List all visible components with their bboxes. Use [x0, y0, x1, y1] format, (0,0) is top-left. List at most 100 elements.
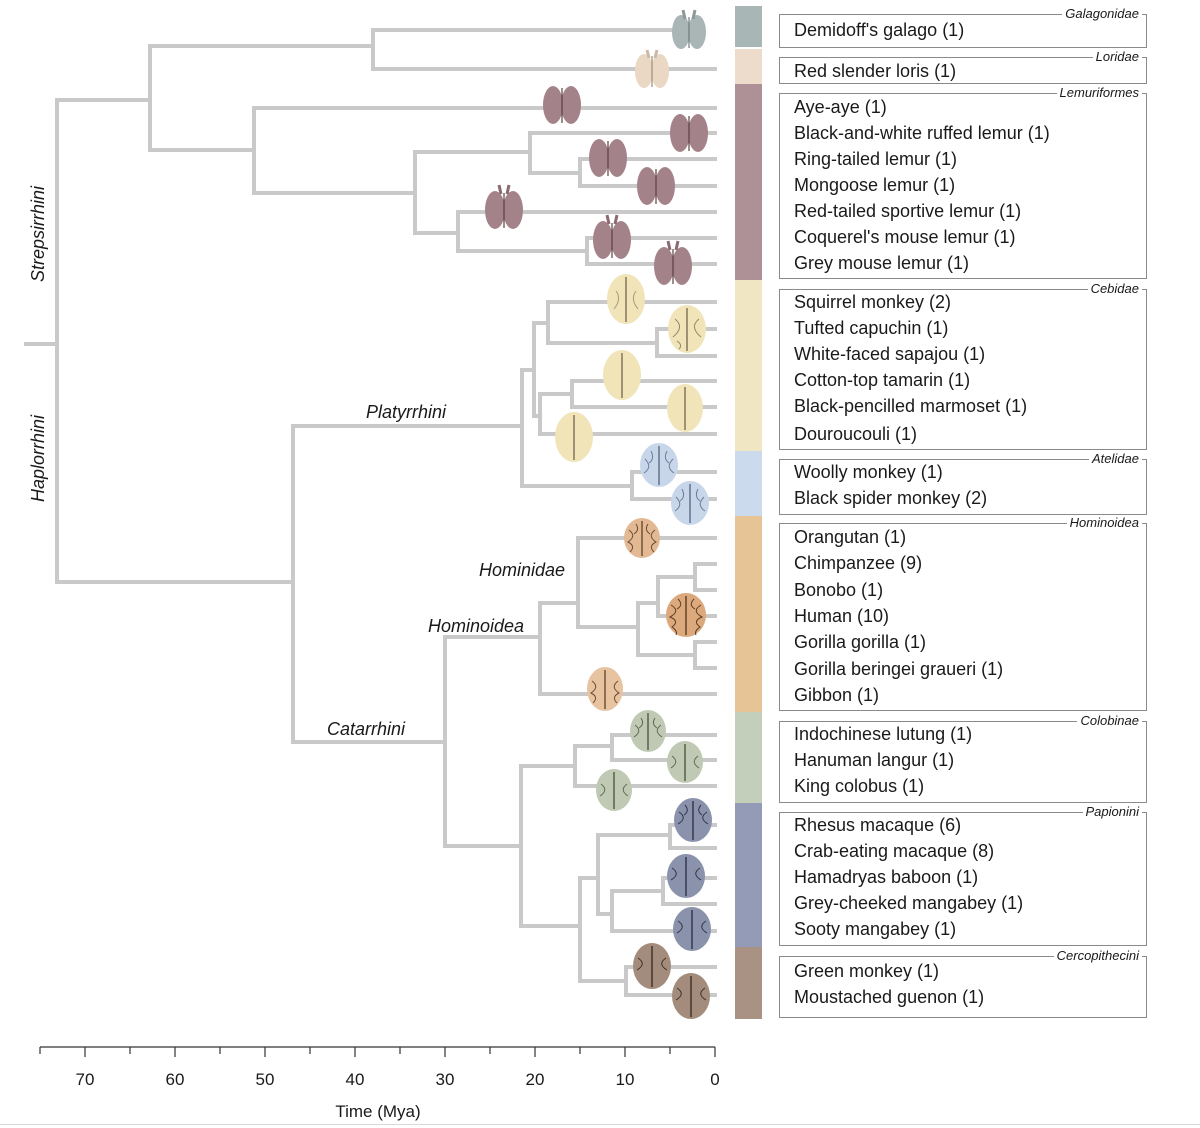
bottom-divider — [0, 1124, 1200, 1125]
brain-icons — [485, 9, 712, 1019]
brain-icon — [640, 443, 678, 487]
species-label: Bonobo (1) — [794, 580, 884, 600]
brain-icon — [672, 9, 706, 49]
clade-label-haplorrhini: Haplorrhini — [28, 414, 48, 502]
color-bar-loridae — [735, 49, 762, 84]
axis-tick-label: 0 — [710, 1070, 719, 1089]
group-box-galagonidae: Galagonidae Demidoff's galago (1) — [779, 6, 1147, 48]
brain-icon — [666, 593, 706, 637]
species-label: Gorilla gorilla (1) — [794, 632, 927, 652]
brain-icon — [587, 667, 623, 711]
species-label: Tufted capuchin (1) — [794, 318, 949, 338]
group-box-cercopithecini: Cercopithecini Green monkey (1) Moustach… — [779, 948, 1147, 1018]
axis-tick-label: 70 — [76, 1070, 95, 1089]
group-label: Cercopithecini — [1053, 948, 1142, 964]
brain-icon — [673, 907, 711, 951]
brain-icon — [672, 973, 710, 1019]
brain-icon — [667, 384, 703, 432]
clade-label-hominoidea: Hominoidea — [428, 616, 524, 636]
clade-label-strepsirrhini: Strepsirrhini — [28, 185, 48, 282]
brain-icon — [667, 854, 705, 898]
branch-root — [24, 98, 59, 584]
color-bar-lemuriformes — [735, 84, 762, 280]
group-box-atelidae: Atelidae Woolly monkey (1) Black spider … — [779, 451, 1147, 515]
brain-icon — [596, 769, 632, 811]
clade-labels: Strepsirrhini Haplorrhini Platyrrhini Ho… — [28, 185, 565, 739]
clade-label-platyrrhini: Platyrrhini — [366, 402, 447, 422]
time-axis: 70 60 50 40 30 20 10 0 Time (Mya) — [39, 1046, 720, 1121]
species-label: Black-pencilled marmoset (1) — [794, 396, 1028, 416]
color-bar-papionini — [735, 803, 762, 947]
brain-icon — [667, 741, 703, 783]
axis-tick-label: 60 — [166, 1070, 185, 1089]
brain-icon — [671, 481, 709, 525]
group-label: Galagonidae — [1062, 6, 1142, 22]
brain-icon — [630, 710, 666, 752]
species-label: Gibbon (1) — [794, 685, 880, 705]
species-label: Hanuman langur (1) — [794, 750, 955, 770]
species-label: Squirrel monkey (2) — [794, 292, 952, 312]
group-label: Cebidae — [1087, 281, 1142, 297]
species-label: Black spider monkey (2) — [794, 488, 988, 508]
group-label: Loridae — [1092, 49, 1142, 65]
species-label: Ring-tailed lemur (1) — [794, 149, 958, 169]
group-box-papionini: Papionini Rhesus macaque (6) Crab-eating… — [779, 804, 1147, 946]
species-label: Coquerel's mouse lemur (1) — [794, 227, 1016, 247]
species-label: Orangutan (1) — [794, 527, 907, 547]
clade-label-catarrhini: Catarrhini — [327, 719, 406, 739]
axis-tick-label: 20 — [526, 1070, 545, 1089]
brain-icon — [593, 214, 631, 259]
species-label: Crab-eating macaque (8) — [794, 841, 995, 861]
axis-ticks — [39, 1047, 716, 1057]
species-label: Chimpanzee (9) — [794, 553, 923, 573]
brain-icon — [637, 167, 675, 205]
color-bar-hominoidea — [735, 516, 762, 712]
axis-title: Time (Mya) — [335, 1102, 420, 1121]
color-bar-atelidae — [735, 451, 762, 516]
brain-icon — [624, 518, 660, 558]
group-label: Atelidae — [1089, 451, 1142, 467]
axis-tick-label: 10 — [616, 1070, 635, 1089]
species-label: Demidoff's galago (1) — [794, 20, 965, 40]
brain-icon — [654, 240, 692, 285]
color-bar-colobinae — [735, 712, 762, 803]
species-label: Woolly monkey (1) — [794, 462, 943, 482]
axis-tick-label: 30 — [436, 1070, 455, 1089]
species-label: Grey-cheeked mangabey (1) — [794, 893, 1024, 913]
clade-label-hominidae: Hominidae — [479, 560, 565, 580]
group-label: Colobinae — [1077, 713, 1142, 729]
group-box-colobinae: Colobinae Indochinese lutung (1) Hanuman… — [779, 713, 1147, 803]
species-label: Mongoose lemur (1) — [794, 175, 956, 195]
brain-icon — [633, 943, 671, 989]
brain-icon — [555, 412, 593, 462]
group-label: Hominoidea — [1066, 515, 1142, 531]
species-label: Red slender loris (1) — [794, 61, 957, 81]
species-label: White-faced sapajou (1) — [794, 344, 986, 364]
brain-icon — [607, 274, 645, 324]
brain-icon — [635, 49, 669, 88]
group-box-hominoidea: Hominoidea Orangutan (1) Chimpanzee (9) … — [779, 515, 1147, 711]
color-bar-cercopithecini — [735, 947, 762, 1019]
species-label: Rhesus macaque (6) — [794, 815, 962, 835]
species-label: Grey mouse lemur (1) — [794, 253, 970, 273]
species-label: Hamadryas baboon (1) — [794, 867, 979, 887]
species-label: Aye-aye (1) — [794, 97, 887, 117]
group-box-cebidae: Cebidae Squirrel monkey (2) Tufted capuc… — [779, 281, 1147, 450]
brain-icon — [543, 86, 581, 124]
brain-icon — [589, 139, 627, 177]
species-label: Red-tailed sportive lemur (1) — [794, 201, 1022, 221]
color-bar-cebidae — [735, 280, 762, 451]
species-label: Indochinese lutung (1) — [794, 724, 973, 744]
brain-icon — [603, 350, 641, 400]
tree-branches — [24, 28, 717, 997]
species-label: Black-and-white ruffed lemur (1) — [794, 123, 1050, 143]
species-label: Gorilla beringei graueri (1) — [794, 659, 1004, 679]
axis-tick-label: 40 — [346, 1070, 365, 1089]
species-label: Human (10) — [794, 606, 890, 626]
axis-tick-label: 50 — [256, 1070, 275, 1089]
species-label: Douroucouli (1) — [794, 424, 918, 444]
species-label: Cotton-top tamarin (1) — [794, 370, 971, 390]
group-label: Papionini — [1082, 804, 1142, 820]
brain-icon — [670, 114, 708, 152]
